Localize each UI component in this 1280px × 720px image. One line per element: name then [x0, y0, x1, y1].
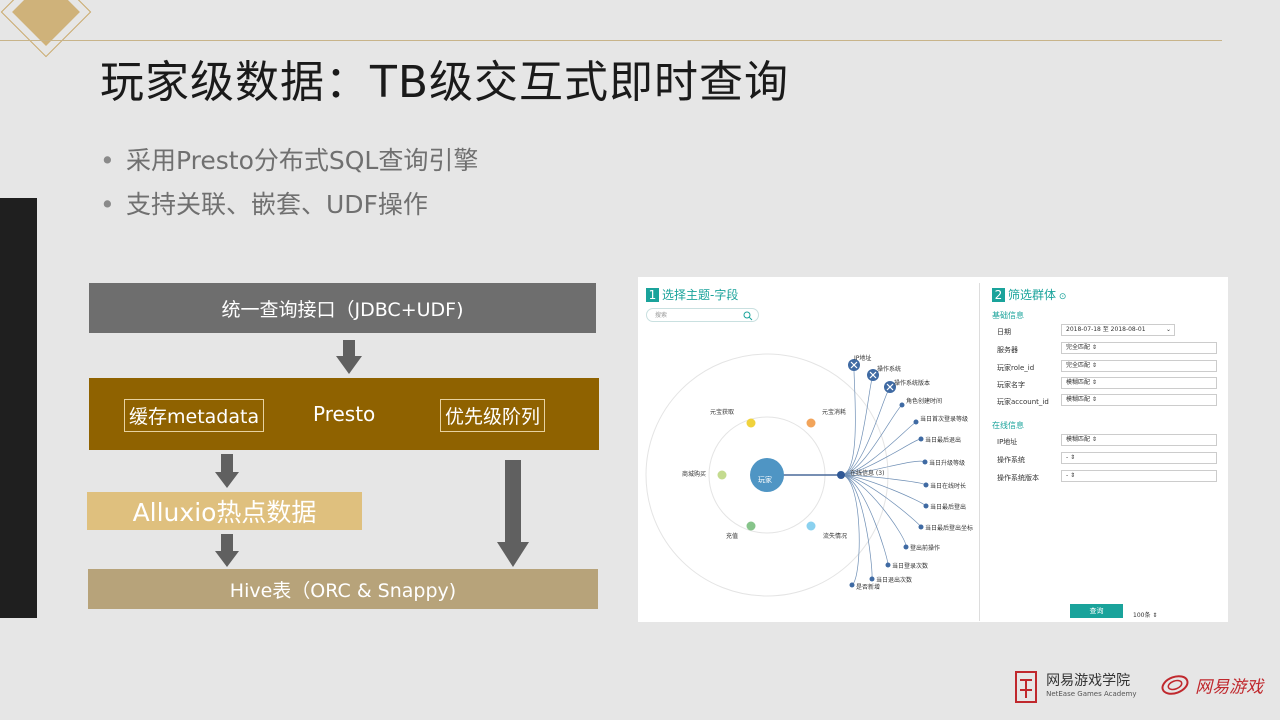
graph-leaf[interactable]: 当日升级等级 — [929, 460, 966, 467]
match-mode-select[interactable]: 模糊匹配 ⇕ — [1061, 377, 1217, 389]
graph-leaf[interactable]: 当日最后退出 — [925, 437, 962, 444]
row-count-select[interactable]: 100条 ⇕ — [1133, 612, 1158, 619]
graph-node[interactable]: 流失情况 — [823, 533, 848, 540]
graph-leaf[interactable]: 是否新增 — [856, 584, 881, 591]
graph-node[interactable]: 元宝消耗 — [822, 409, 847, 416]
graph-leaf[interactable]: 操作系统 — [877, 366, 902, 373]
graph-node[interactable]: 元宝获取 — [710, 409, 735, 416]
query-button[interactable]: 查询 — [1070, 604, 1123, 618]
bullet-icon: • — [100, 146, 115, 175]
presto-box: 缓存metadata Presto 优先级阶列 — [89, 378, 599, 450]
graph-leaf[interactable]: 当日在线时长 — [930, 483, 967, 490]
search-input[interactable]: 搜索 — [646, 308, 759, 322]
graph-leaf[interactable]: 当日登录次数 — [892, 563, 929, 570]
chevron-down-icon[interactable]: ⊙ — [1056, 292, 1067, 302]
search-icon[interactable] — [743, 311, 753, 321]
presto-label: Presto — [313, 402, 376, 426]
panel-divider — [979, 283, 980, 621]
games-name: 网易游戏 — [1195, 677, 1264, 698]
alluxio-box: Alluxio热点数据 — [87, 492, 362, 530]
chevron-down-icon: ⌄ — [1165, 326, 1171, 333]
match-mode-select[interactable]: 模糊匹配 ⇕ — [1061, 434, 1217, 446]
graph-node[interactable]: 商城购买 — [682, 471, 707, 478]
match-mode-select[interactable]: 完全匹配 ⇕ — [1061, 360, 1217, 372]
graph-leaf[interactable]: 当日首次登录等级 — [920, 416, 969, 423]
filter-label: 服务器 — [997, 346, 1018, 354]
bullet-icon: • — [100, 190, 115, 219]
center-node-player[interactable]: 玩家 — [758, 476, 772, 484]
bullet-item: •支持关联、嵌套、UDF操作 — [100, 190, 428, 219]
topic-tree-graph — [645, 353, 929, 597]
graph-leaf[interactable]: 当日退出次数 — [876, 577, 913, 584]
bullet-item: •采用Presto分布式SQL查询引擎 — [100, 146, 479, 175]
os-select[interactable]: - ⇕ — [1061, 452, 1217, 464]
os-version-select[interactable]: - ⇕ — [1061, 470, 1217, 482]
filter-label: 玩家role_id — [997, 364, 1035, 372]
date-range-picker[interactable]: 2018-07-18 至 2018-08-01⌄ — [1061, 324, 1175, 336]
basic-info-title: 基础信息 — [992, 311, 1024, 320]
query-api-box: 统一查询接口（JDBC+UDF) — [89, 283, 596, 333]
priority-queue-tag: 优先级阶列 — [440, 399, 546, 432]
online-info-title: 在线信息 — [992, 421, 1024, 430]
graph-leaf[interactable]: IP地址 — [854, 355, 872, 362]
academy-seal-icon — [1015, 671, 1037, 703]
graph-leaf[interactable]: 当日最后登出 — [930, 504, 967, 511]
filter-label: 日期 — [997, 328, 1011, 336]
metadata-cache-tag: 缓存metadata — [124, 399, 265, 432]
games-swirl-icon — [1161, 675, 1189, 695]
netease-games-logo: 网易游戏 — [1160, 670, 1263, 700]
netease-academy-logo: 网易游戏学院 NetEase Games Academy — [1015, 670, 1137, 704]
match-mode-select[interactable]: 完全匹配 ⇕ — [1061, 342, 1217, 354]
graph-node[interactable]: 充值 — [726, 533, 739, 540]
filter-label: 操作系统版本 — [997, 474, 1039, 482]
graph-leaf[interactable]: 操作系统版本 — [894, 380, 931, 387]
graph-node-online-info[interactable]: 在线信息 (3) — [850, 470, 885, 477]
filter-label: 操作系统 — [997, 456, 1025, 464]
academy-name: 网易游戏学院 — [1046, 673, 1131, 689]
slide-title: 玩家级数据：TB级交互式即时查询 — [100, 57, 790, 108]
graph-leaf[interactable]: 登出前操作 — [910, 545, 941, 552]
graph-leaf[interactable]: 当日最后登出坐标 — [925, 525, 974, 532]
graph-leaf[interactable]: 角色创建时间 — [906, 398, 943, 405]
hive-table-box: Hive表（ORC & Snappy) — [88, 569, 598, 609]
title-rule — [0, 40, 1222, 41]
left-accent-bar — [0, 198, 37, 618]
match-mode-select[interactable]: 模糊匹配 ⇕ — [1061, 394, 1217, 406]
filter-label: IP地址 — [997, 438, 1018, 446]
academy-name-en: NetEase Games Academy — [1046, 690, 1137, 698]
filter-label: 玩家名字 — [997, 381, 1025, 389]
filter-label: 玩家account_id — [997, 398, 1049, 406]
